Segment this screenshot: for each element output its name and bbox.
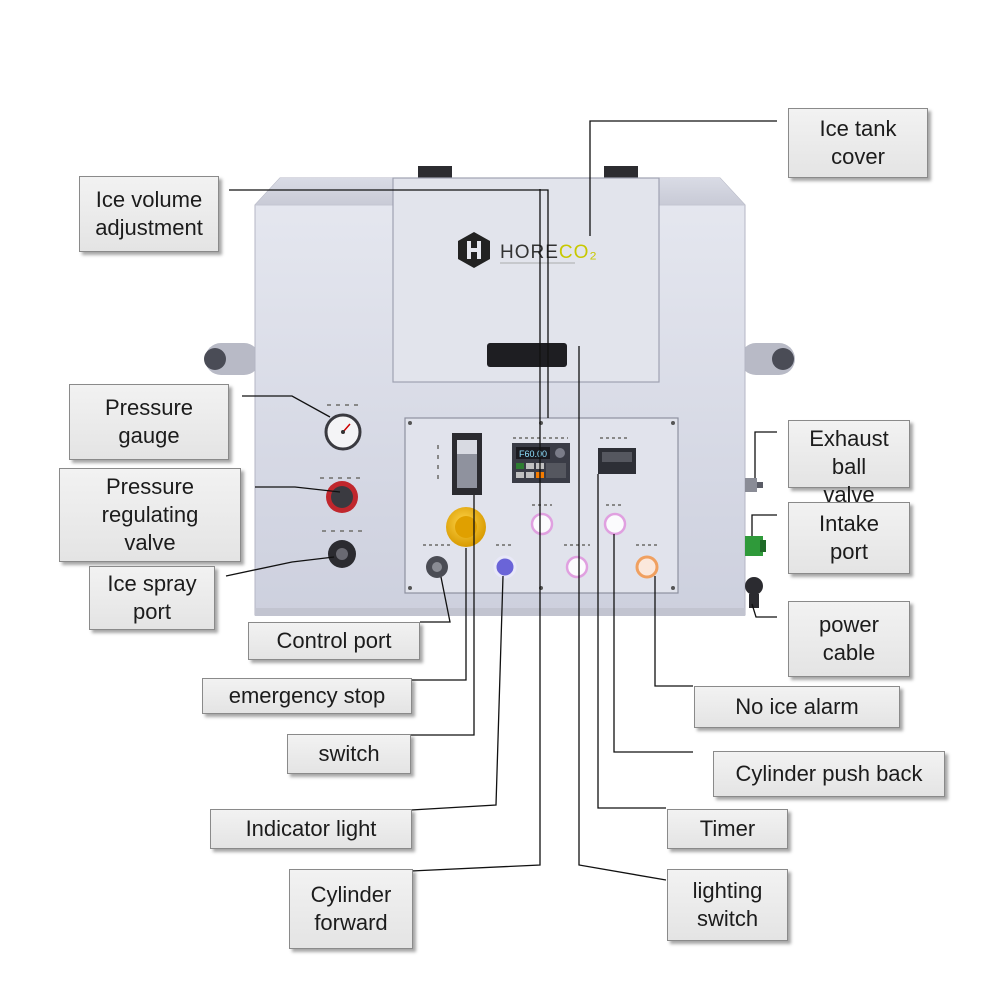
- leader-indicator-light: [410, 575, 504, 811]
- leader-emergency-stop: [411, 548, 467, 681]
- leader-ice-spray-port: [225, 556, 335, 577]
- ice-tank-cover: [392, 177, 660, 383]
- lighting-switch-button-icon[interactable]: [603, 512, 627, 536]
- emergency-stop-icon[interactable]: [446, 507, 486, 547]
- callout-emergency-stop: emergency stop: [202, 678, 412, 714]
- leader-intake-port: [751, 514, 777, 536]
- left-latch: [418, 166, 452, 180]
- leader-lighting-switch: [578, 346, 667, 881]
- leader-lines: [225, 120, 777, 881]
- cylinder-push-back-button-icon[interactable]: [530, 512, 554, 536]
- ice-spray-port-icon[interactable]: [328, 540, 356, 568]
- callout-exhaust-ball-valve: Exhaust ball valve: [788, 420, 910, 507]
- callout-control-port: Control port: [248, 622, 420, 660]
- intake-port-icon[interactable]: [745, 536, 766, 556]
- callout-pressure-regulating-valve: Pressure regulating valve: [59, 468, 241, 562]
- callout-switch: switch: [287, 734, 411, 774]
- callout-no-ice-alarm: No ice alarm: [694, 686, 900, 728]
- callout-power-cable: power cable: [788, 601, 910, 677]
- leader-exhaust-ball-valve: [754, 431, 777, 478]
- leader-control-port: [420, 576, 451, 623]
- controller-readout: F60.00: [519, 449, 547, 459]
- callout-indicator-light: Indicator light: [210, 809, 412, 849]
- leader-timer: [597, 474, 666, 809]
- callout-cylinder-forward: Cylinder forward: [289, 869, 413, 949]
- right-latch: [604, 166, 638, 180]
- right-handle: [740, 343, 795, 375]
- callout-ice-spray-port: Ice spray port: [89, 566, 215, 630]
- logo-text: HORECO₂: [500, 242, 598, 263]
- leader-no-ice-alarm: [654, 576, 693, 687]
- cylinder-forward-button-icon[interactable]: [565, 555, 589, 579]
- callout-lighting-switch: lighting switch: [667, 869, 788, 941]
- pressure-regulating-valve-icon[interactable]: [326, 481, 358, 513]
- hexagon-h-logo-icon: [458, 232, 490, 268]
- leader-ice-volume-adjustment: [229, 189, 549, 418]
- leader-pressure-regulating-valve: [255, 486, 341, 493]
- leader-cylinder-forward: [410, 189, 541, 872]
- leader-ice-tank-cover: [589, 120, 777, 236]
- leader-cylinder-push-back: [613, 534, 693, 753]
- control-port-icon[interactable]: [426, 556, 448, 578]
- timer-icon[interactable]: [598, 448, 636, 474]
- indicator-light-icon: [493, 555, 517, 579]
- callout-cylinder-push-back: Cylinder push back: [713, 751, 945, 797]
- power-cable-icon: [745, 577, 763, 608]
- callout-intake-port: Intake port: [788, 502, 910, 574]
- callout-ice-volume-adjustment: Ice volume adjustment: [79, 176, 219, 252]
- callout-timer: Timer: [667, 809, 788, 849]
- pressure-gauge-icon: [324, 413, 362, 451]
- callout-pressure-gauge: Pressure gauge: [69, 384, 229, 460]
- left-handle: [204, 343, 260, 375]
- ice-volume-controller-icon[interactable]: F60.00: [512, 443, 570, 483]
- power-switch-icon[interactable]: [452, 433, 482, 495]
- leader-pressure-gauge: [242, 395, 331, 418]
- leader-power-cable: [751, 603, 777, 618]
- callout-ice-tank-cover: Ice tank cover: [788, 108, 928, 178]
- exhaust-ball-valve-icon[interactable]: [745, 478, 763, 492]
- no-ice-alarm-light-icon: [635, 555, 659, 579]
- leader-switch: [411, 495, 475, 736]
